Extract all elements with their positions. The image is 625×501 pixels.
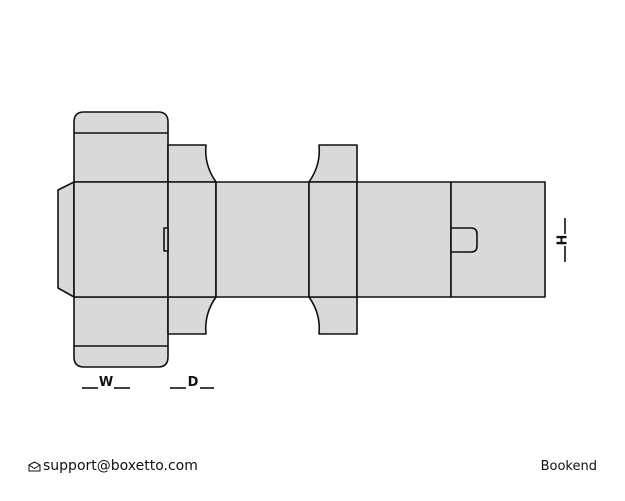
height-dimension: H (556, 218, 571, 262)
top-tuck-flap (73, 111, 169, 183)
side-dust-flap-top-2 (308, 144, 358, 183)
envelope-icon (28, 460, 41, 471)
height-label: H (556, 235, 571, 246)
width-label: W (99, 375, 113, 390)
side-dust-flap-bottom-1 (167, 296, 217, 335)
support-email[interactable]: support@boxetto.com (43, 458, 198, 474)
width-dimension: W (82, 375, 130, 390)
side-panel-1 (167, 181, 217, 298)
glue-flap (57, 181, 75, 298)
depth-dimension: D (170, 375, 214, 390)
box-style-name: Bookend (540, 459, 597, 474)
side-dust-flap-bottom-2 (308, 296, 358, 335)
bottom-tuck-flap (73, 296, 169, 368)
support-contact[interactable]: support@boxetto.com (28, 458, 198, 474)
lock-tab (450, 227, 478, 253)
lock-slot (163, 227, 169, 252)
depth-label: D (188, 375, 199, 390)
side-panel-2 (308, 181, 358, 298)
inner-panel (356, 181, 452, 298)
back-panel (215, 181, 310, 298)
side-dust-flap-top-1 (167, 144, 217, 183)
front-panel (73, 181, 169, 298)
